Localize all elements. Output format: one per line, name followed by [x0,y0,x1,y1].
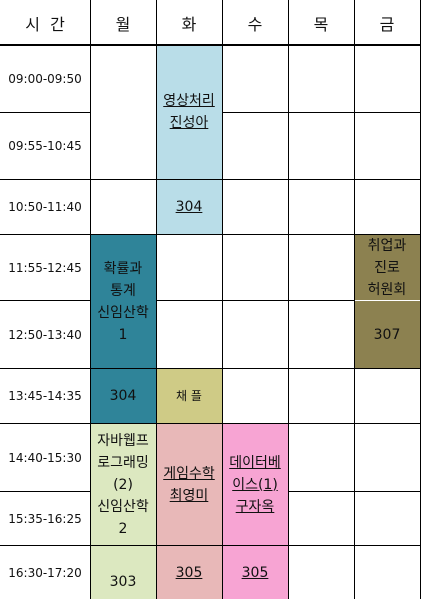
header-thu: 목 [313,14,329,34]
header-fri: 금 [379,14,395,34]
room-number: 304 [175,199,203,215]
grid-line [222,0,223,599]
professor-name: 허원회 [367,281,407,298]
room-number: 305 [241,564,269,581]
room-database[interactable]: 305 [222,546,288,599]
section-number: 1 [118,326,128,343]
header-wed: 수 [247,14,263,34]
room-number: 305 [175,564,203,581]
grid-line [0,545,421,546]
course-name-line1: 데이터베 [229,454,281,471]
grid-line [156,0,157,599]
grid-line [0,44,421,46]
chapel-label: 채 플 [176,389,202,403]
time-slot-6: 13:45-14:35 [8,389,82,403]
header-tue: 화 [181,14,197,34]
chapel-block[interactable]: 채 플 [156,369,222,423]
time-slot-4: 11:55-12:45 [8,260,82,275]
room-probability[interactable]: 304 [90,369,156,423]
time-slot-5: 12:50-13:40 [8,327,82,342]
course-name-line3: (2) [113,476,133,493]
time-slot-8: 15:35-16:25 [8,511,82,526]
header-mon: 월 [115,14,131,34]
course-image-processing[interactable]: 영상처리 진성아 [156,45,222,179]
course-career[interactable]: 취업과 진로 허원회 [354,235,420,300]
grid-line [0,300,90,301]
course-name-line1: 자바웹프 [97,432,149,449]
time-slot-9: 16:30-17:20 [8,565,82,580]
grid-line [0,234,421,235]
course-name-line1: 취업과 [367,237,407,254]
course-name-line1: 확률과 [103,260,143,277]
room-number: 304 [109,388,137,404]
course-name-line2: 로그래밍 [97,454,149,471]
grid-line [0,491,90,492]
header-time: 시 간 [25,14,65,34]
course-name: 게임수학 [163,465,215,482]
professor-name: 최영미 [169,487,209,504]
grid-line [156,300,354,301]
time-slot-7: 14:40-15:30 [8,450,82,465]
room-image-processing[interactable]: 304 [156,180,222,234]
room-java-web[interactable]: 303 [90,546,156,599]
professor-name: 신임산학 [97,498,149,515]
course-probability[interactable]: 확률과 통계 신임산학 1 [90,235,156,368]
grid-line [288,491,420,492]
course-database[interactable]: 데이터베 이스(1) 구자옥 [222,424,288,545]
grid-line [90,0,91,599]
professor-name: 진성아 [169,115,209,131]
time-slot-2: 09:55-10:45 [8,139,82,153]
section-number: 2 [118,520,128,537]
grid-line [0,112,90,113]
grid-line [354,0,355,599]
course-name-line2: 이스(1) [232,476,278,493]
grid-line [222,112,420,113]
grid-line [0,179,421,180]
time-slot-3: 10:50-11:40 [8,200,82,214]
time-slot-1: 09:00-09:50 [8,71,82,86]
grid-line [0,368,421,369]
room-number: 307 [373,326,401,343]
grid-line [0,423,421,424]
room-career[interactable]: 307 [354,301,420,368]
grid-line [288,0,289,599]
course-game-math[interactable]: 게임수학 최영미 [156,424,222,545]
room-game-math[interactable]: 305 [156,546,222,599]
course-name-line2: 통계 [110,282,136,299]
course-name: 영상처리 [163,93,215,109]
room-number: 303 [109,574,137,590]
professor-name: 신임산학 [97,304,149,321]
course-java-web[interactable]: 자바웹프 로그래밍 (2) 신임산학 2 [90,424,156,545]
professor-name: 구자옥 [235,498,275,515]
course-name-line2: 진로 [374,259,400,276]
